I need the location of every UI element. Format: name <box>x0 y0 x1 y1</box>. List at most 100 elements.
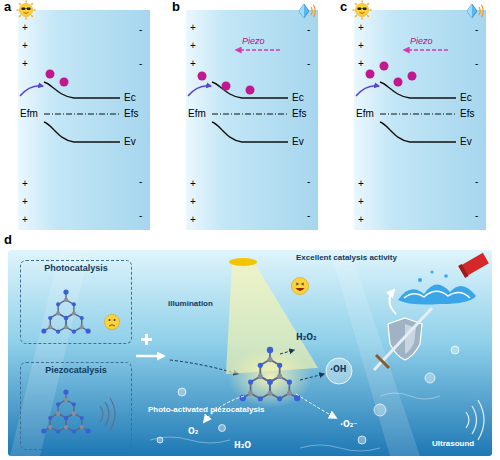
band-label: Ev <box>292 136 304 147</box>
band-panel-b <box>186 10 318 230</box>
underwater-scene <box>240 347 301 402</box>
charge-sign: - <box>475 176 478 187</box>
band-panel-c <box>366 70 375 79</box>
band-panel-c <box>380 62 389 71</box>
band-label: Ec <box>460 92 472 103</box>
sad-emoji <box>105 315 120 330</box>
underwater-scene <box>8 250 492 456</box>
charge-sign: + <box>190 214 196 225</box>
happy-emoji <box>292 278 309 295</box>
underwater-scene <box>150 437 230 443</box>
band-panel-c <box>356 86 379 96</box>
charge-sign: + <box>22 40 28 51</box>
panel-letter: d <box>4 233 12 247</box>
charge-sign: - <box>139 210 142 221</box>
underwater-scene <box>178 388 186 396</box>
band-panel-a <box>20 70 120 143</box>
band-panel-a <box>17 1 151 231</box>
band-panel-c <box>380 82 456 98</box>
charge-sign: + <box>358 40 364 51</box>
underwater-scene <box>41 389 90 433</box>
water-splash <box>398 284 476 304</box>
band-panel-b <box>212 82 288 98</box>
charge-sign: - <box>307 210 310 221</box>
band-panel-c <box>380 113 456 114</box>
chemical-label: ·OH <box>330 366 347 375</box>
charge-sign: + <box>358 178 364 189</box>
charge-sign: + <box>22 196 28 207</box>
scene-label: Photo-activated piezocatalysis <box>148 406 264 415</box>
water-splash <box>404 291 470 298</box>
underwater-scene <box>10 250 90 456</box>
sound-waves <box>100 398 115 430</box>
charge-sign: + <box>190 58 196 69</box>
sad-emoji <box>105 315 120 330</box>
underwater-scene <box>451 346 459 354</box>
underwater-scene <box>300 445 380 451</box>
band-panel-b <box>246 86 255 95</box>
water-splash <box>398 252 489 305</box>
charge-sign: + <box>358 22 364 33</box>
underwater-scene <box>219 425 226 432</box>
band-panel-b <box>188 50 288 142</box>
underwater-scene <box>41 289 90 333</box>
plus-and-arrow <box>145 334 148 345</box>
water-splash <box>458 264 468 278</box>
band-label: Efs <box>124 108 138 119</box>
charge-sign: - <box>475 210 478 221</box>
box-title: Piezocatalysis <box>21 363 131 376</box>
band-label: Efm <box>356 108 374 119</box>
ultrasound-waves <box>478 400 484 440</box>
band-panel-b <box>222 82 231 91</box>
scene-label: Excellent catalysis activity <box>296 254 397 263</box>
band-panel-c <box>467 4 483 18</box>
band-panel-c <box>353 1 487 231</box>
band-panel-c <box>356 50 456 142</box>
dashed-box: Photocatalysis <box>20 260 132 344</box>
underwater-scene <box>8 250 492 456</box>
band-panel-c <box>353 1 372 20</box>
charge-sign: + <box>190 40 196 51</box>
band-panel-c <box>404 49 448 50</box>
sad-emoji <box>109 319 111 321</box>
band-label: Ec <box>292 92 304 103</box>
band-panel-b <box>186 4 318 230</box>
water-splash <box>458 252 489 278</box>
charge-sign: + <box>22 22 28 33</box>
charge-sign: - <box>307 176 310 187</box>
charge-sign: - <box>307 58 310 69</box>
band-panel-a <box>44 122 120 142</box>
underwater-scene <box>358 436 366 444</box>
ultrasound-waves <box>472 406 477 434</box>
happy-emoji <box>292 278 309 295</box>
water-splash <box>418 278 422 282</box>
underwater-scene <box>157 437 163 443</box>
charge-sign: + <box>22 178 28 189</box>
sound-waves <box>100 406 103 422</box>
sound-waves <box>105 402 109 426</box>
happy-emoji <box>296 283 299 285</box>
band-panel-b <box>188 86 211 96</box>
band-panel-c <box>354 10 486 230</box>
charge-sign: + <box>190 178 196 189</box>
underwater-scene <box>229 258 257 266</box>
underwater-scene <box>389 290 396 314</box>
underwater-scene <box>157 346 459 444</box>
ultrasound-waves <box>466 412 469 428</box>
piezo-label: Piezo <box>410 37 433 47</box>
band-panel-b <box>299 4 315 18</box>
band-panel-b <box>212 113 288 114</box>
band-label: Efm <box>188 108 206 119</box>
underwater-scene <box>374 404 386 416</box>
scene-label: illumination <box>168 300 213 309</box>
chemical-label: H₂O <box>234 442 251 451</box>
charge-sign: + <box>22 58 28 69</box>
shield-and-sword <box>374 308 432 370</box>
sad-emoji <box>114 319 116 321</box>
sound-waves <box>110 398 115 430</box>
band-panel-b <box>198 72 207 81</box>
sad-emoji <box>109 325 115 326</box>
shield-and-sword <box>374 308 432 370</box>
